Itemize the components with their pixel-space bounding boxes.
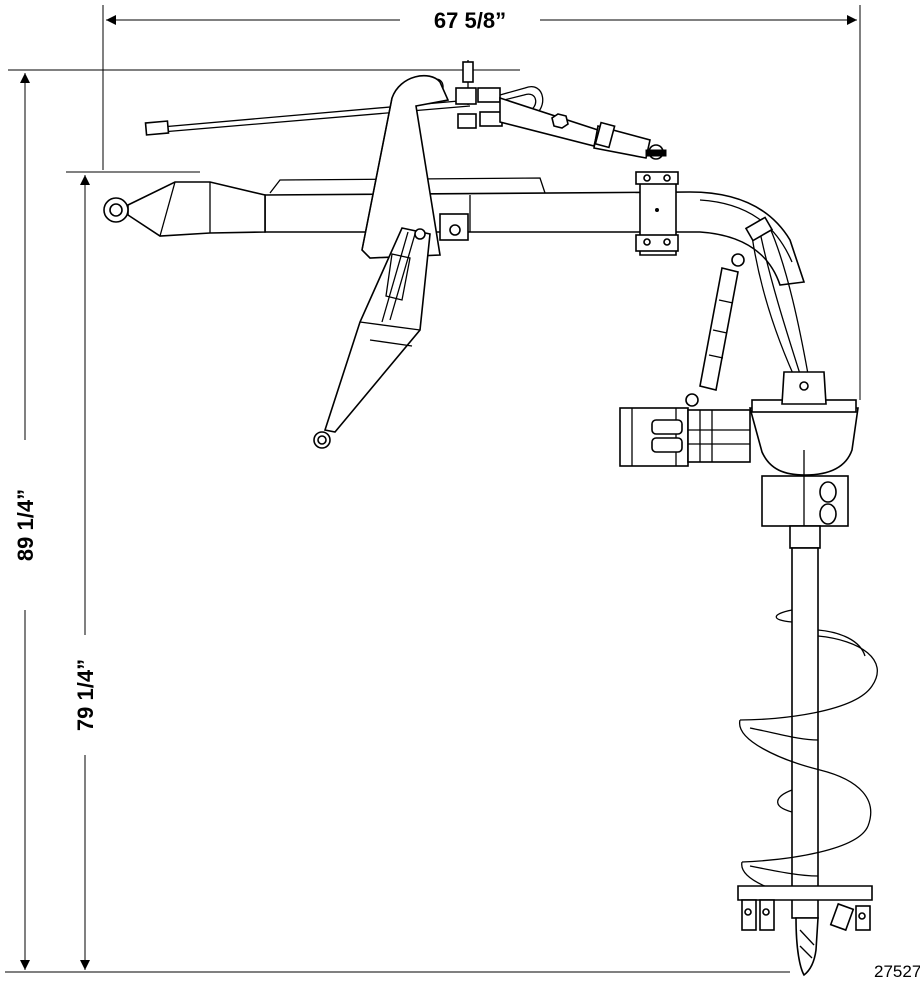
lower-hydraulic-cylinder — [685, 253, 745, 407]
upper-hydraulic-cylinder — [499, 96, 667, 160]
figure-number: 27527 — [874, 962, 920, 981]
width-dimension: 67 5/8” — [102, 5, 861, 400]
auger-flighting — [737, 547, 878, 977]
hydraulic-hose — [144, 60, 544, 136]
swing-arm — [313, 227, 431, 449]
hitch-tongue — [103, 181, 266, 237]
hitch-height-dimension: 79 1/4” — [66, 171, 200, 970]
gearbox-assembly — [619, 371, 859, 480]
auger-collar — [761, 475, 849, 549]
gearbox-hoses — [744, 216, 809, 377]
width-dimension-label: 67 5/8” — [434, 8, 506, 33]
overall-height-label: 89 1/4” — [13, 489, 38, 561]
handle-frame — [361, 74, 450, 259]
hitch-height-label: 79 1/4” — [73, 659, 98, 731]
overall-height-dimension: 89 1/4” — [8, 69, 520, 970]
